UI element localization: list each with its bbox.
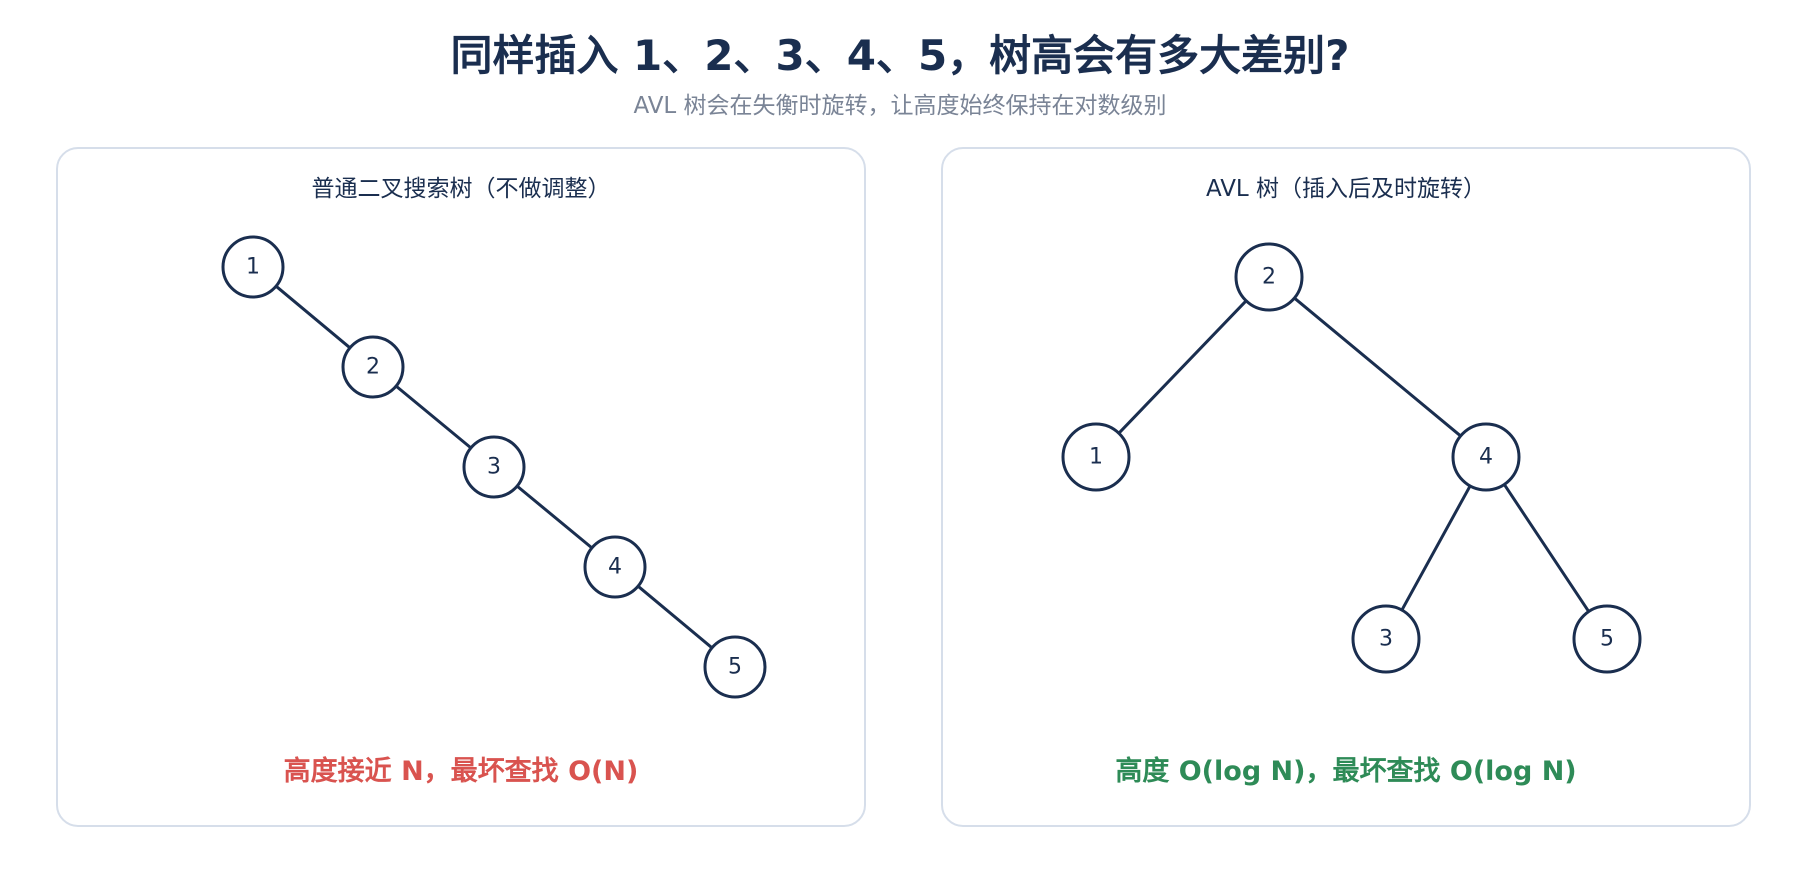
tree-node-4: 4 — [583, 535, 647, 599]
avl-panel: AVL 树（插入后及时旋转） 2 1 4 3 5 高度 O(log N)，最坏查找 O(… — [941, 147, 1751, 827]
tree-node-circle — [1572, 604, 1642, 674]
tree-node-3: 3 — [1351, 604, 1421, 674]
tree-node-circle — [703, 635, 767, 699]
tree-edge-3-4 — [515, 484, 594, 550]
tree-node-3: 3 — [462, 435, 526, 499]
tree-node-1: 1 — [1061, 422, 1131, 492]
avl-panel-title: AVL 树（插入后及时旋转） — [1205, 176, 1487, 202]
tree-edge-1-2 — [274, 284, 352, 350]
tree-node-label: 3 — [1379, 627, 1393, 652]
tree-node-label: 5 — [728, 655, 742, 680]
tree-node-label: 4 — [608, 555, 622, 580]
tree-node-circle — [1234, 242, 1304, 312]
tree-node-circle — [462, 435, 526, 499]
tree-node-label: 1 — [1089, 445, 1103, 470]
tree-edge-4-3 — [1400, 484, 1472, 612]
tree-node-label: 2 — [1262, 265, 1276, 290]
bst-caption: 高度接近 N，最坏查找 O(N) — [283, 756, 639, 787]
page-title: 同样插入 1、2、3、4、5，树高会有多大差别? — [450, 31, 1350, 80]
tree-node-circle — [341, 335, 405, 399]
tree-node-label: 4 — [1479, 445, 1493, 470]
tree-node-label: 3 — [487, 455, 501, 480]
tree-node-4: 4 — [1451, 422, 1521, 492]
tree-node-circle — [1061, 422, 1131, 492]
tree-edge-4-5 — [1502, 482, 1591, 614]
tree-node-circle — [1351, 604, 1421, 674]
tree-node-label: 2 — [366, 355, 380, 380]
avl-caption: 高度 O(log N)，最坏查找 O(log N) — [1115, 756, 1577, 787]
tree-node-circle — [583, 535, 647, 599]
bst-panel-title: 普通二叉搜索树（不做调整） — [311, 176, 611, 202]
bst-tree-diagram: 1 2 3 4 5 — [221, 235, 767, 699]
tree-node-2: 2 — [341, 335, 405, 399]
tree-node-2: 2 — [1234, 242, 1304, 312]
tree-node-5: 5 — [703, 635, 767, 699]
tree-node-circle — [221, 235, 285, 299]
tree-node-label: 5 — [1600, 627, 1614, 652]
tree-edge-2-4 — [1292, 296, 1463, 438]
tree-node-circle — [1451, 422, 1521, 492]
tree-edge-2-1 — [1117, 299, 1248, 435]
page-subtitle: AVL 树会在失衡时旋转，让高度始终保持在对数级别 — [633, 93, 1167, 119]
tree-edge-4-5 — [636, 584, 714, 650]
avl-tree-diagram: 2 1 4 3 5 — [1061, 242, 1642, 674]
tree-edge-2-3 — [394, 384, 473, 450]
bst-panel: 普通二叉搜索树（不做调整） 1 2 3 4 5 高度接近 N，最坏查找 O(N) — [56, 147, 866, 827]
tree-node-5: 5 — [1572, 604, 1642, 674]
tree-node-label: 1 — [246, 255, 260, 280]
tree-node-1: 1 — [221, 235, 285, 299]
